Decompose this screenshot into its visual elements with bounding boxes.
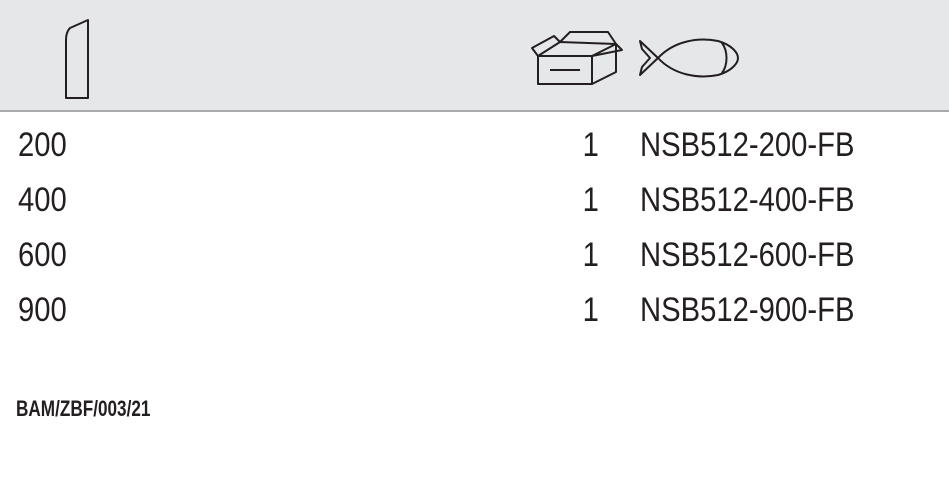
table-row: 400 1 NSB512-400-FB [0,173,949,228]
article-number: NSB512-900-FB [640,291,855,329]
length-value: 400 [18,181,67,219]
table-row: 200 1 NSB512-200-FB [0,118,949,173]
certification-code: BAM/ZBF/003/21 [16,396,151,421]
article-table: 200 1 NSB512-200-FB 400 1 NSB512-400-FB … [0,118,949,338]
fish-icon [639,38,739,78]
article-number: NSB512-200-FB [640,126,855,164]
package-box-icon [531,31,623,85]
quantity-value: 1 [582,181,599,219]
table-header [0,0,949,112]
article-number: NSB512-600-FB [640,236,855,274]
length-value: 600 [18,236,67,274]
length-value: 900 [18,291,67,329]
article-number: NSB512-400-FB [640,181,855,219]
table-row: 600 1 NSB512-600-FB [0,228,949,283]
quantity-value: 1 [582,126,599,164]
quantity-value: 1 [582,236,599,274]
table-row: 900 1 NSB512-900-FB [0,283,949,338]
length-value: 200 [18,126,67,164]
quantity-value: 1 [582,291,599,329]
blade-length-icon [65,19,89,99]
